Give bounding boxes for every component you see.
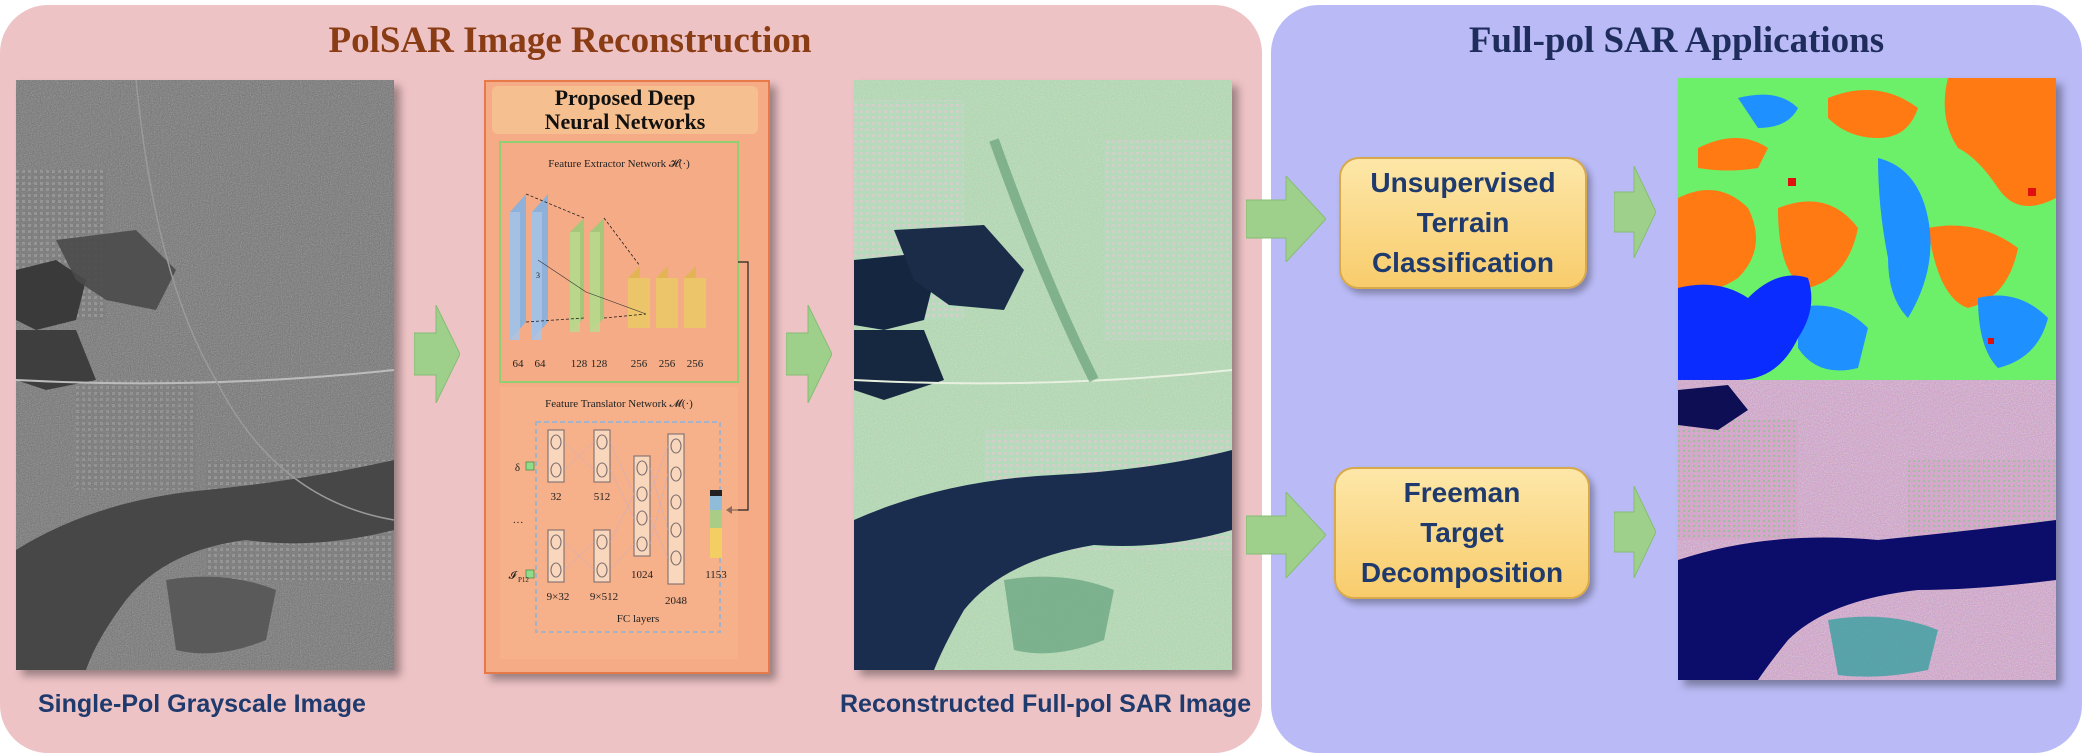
input-symbol-subscript: P12 [518, 576, 529, 584]
reconstructed-full-pol-image [854, 80, 1232, 670]
input-symbol-delta: δ [515, 462, 520, 474]
single-pol-grayscale-image [16, 80, 394, 670]
fc-count-label: 9×512 [590, 591, 618, 603]
ellipsis: ··· [513, 517, 524, 529]
classification-line: Classification [1371, 247, 1555, 278]
conv-channel-label: 256 [659, 358, 676, 370]
classification-line: Terrain [1416, 207, 1510, 238]
flow-arrow-5 [1614, 166, 1656, 258]
input-node-1 [525, 461, 535, 471]
terrain-classification-box: Unsupervised Terrain Classification [1339, 157, 1587, 289]
decomposition-line: Target [1420, 517, 1504, 548]
output-vector-segment [710, 528, 722, 558]
applications-title: Full-pol SAR Applications [1468, 20, 1885, 61]
freeman-decomposition-box: Freeman Target Decomposition [1334, 467, 1590, 599]
output-vector-segment [710, 496, 722, 510]
neural-network-diagram: Proposed Deep Neural Networks Feature Ex… [484, 80, 770, 674]
output-vector-top [710, 490, 722, 496]
input-node-2 [525, 569, 535, 579]
output-vector-segment [710, 510, 722, 528]
conv-channel-label: 64 [535, 358, 547, 370]
conv-channel-label: 256 [687, 358, 704, 370]
fc-count-label: 32 [551, 491, 562, 503]
conv-block-1 [510, 194, 526, 340]
decomposition-line: Freeman [1403, 477, 1521, 508]
conv-channel-label: 64 [513, 358, 525, 370]
classification-line: Unsupervised [1370, 167, 1556, 198]
fc-count-label: 2048 [665, 595, 688, 607]
conv-channel-label: 256 [631, 358, 648, 370]
fc-count-label: 1024 [631, 569, 654, 581]
conv-channel-label: 128 [591, 358, 608, 370]
fc-layers-caption: FC layers [617, 613, 659, 625]
extractor-label: Feature Extractor Network 𝓗(·) [548, 158, 690, 170]
flow-arrow-4 [1246, 492, 1326, 578]
output-caption: Reconstructed Full-pol SAR Image [840, 690, 1252, 718]
input-caption: Single-Pol Grayscale Image [38, 690, 366, 718]
flow-arrow-6 [1614, 486, 1656, 578]
conv-channel-label: 128 [571, 358, 588, 370]
flow-arrow-2 [786, 305, 832, 403]
flow-arrow-3 [1246, 176, 1326, 262]
conv-block-7 [684, 266, 706, 328]
classification-map-image [1678, 78, 2056, 380]
conv-block-2 [532, 194, 548, 340]
fc-count-label: 9×32 [547, 591, 570, 603]
fc-layer-nodes [547, 429, 685, 585]
kernel-size-label: 3 [536, 271, 540, 280]
network-title: Proposed Deep Neural Networks [492, 86, 758, 134]
fc-count-label: 512 [594, 491, 611, 503]
translator-label: Feature Translator Network 𝓜(·) [545, 398, 693, 410]
decomposition-line: Decomposition [1360, 557, 1564, 588]
freeman-decomposition-image [1678, 380, 2056, 680]
reconstruction-title: PolSAR Image Reconstruction [328, 20, 812, 61]
fc-connections [563, 441, 669, 571]
conv-block-5 [628, 266, 650, 328]
conv-block-4 [590, 218, 604, 332]
network-title-line1: Proposed Deep [554, 85, 696, 110]
flow-arrow-1 [414, 305, 460, 403]
input-symbol-p12: 𝓘 [509, 570, 518, 582]
network-schematic: Feature Extractor Network 𝓗(·) 64 64 128… [499, 141, 749, 659]
conv-block-3 [570, 218, 584, 332]
fc-count-label: 1153 [705, 569, 727, 581]
conv-block-6 [656, 266, 678, 328]
network-title-line2: Neural Networks [544, 109, 706, 134]
